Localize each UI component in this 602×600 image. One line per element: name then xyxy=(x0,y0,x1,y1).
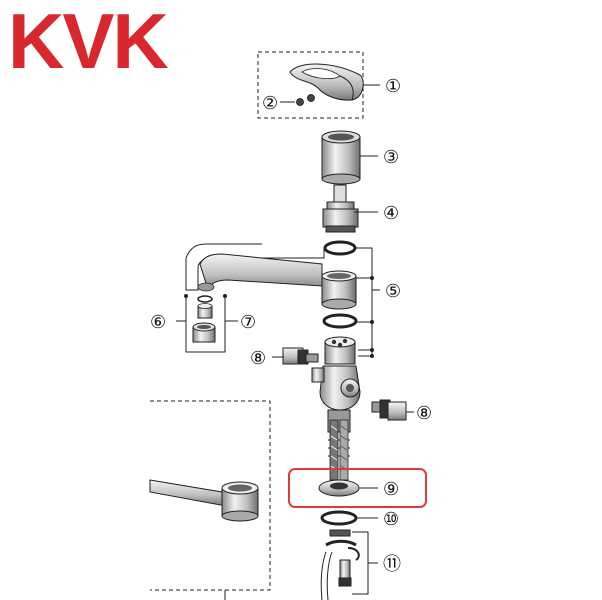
base-gasket-icon xyxy=(318,479,360,497)
callout-cartridge: ④ xyxy=(383,203,399,224)
callout-spout-seal-set: ⑤ xyxy=(385,281,401,302)
aerator-parts-icon xyxy=(176,295,238,353)
callout-hose-joint-left: ⑧ xyxy=(250,348,266,369)
callout-aerator: ⑥ xyxy=(150,312,166,333)
callout-cover: ③ xyxy=(383,147,399,168)
upper-o-ring-icon xyxy=(323,240,357,256)
handle-group-box xyxy=(257,51,364,119)
leader-dots xyxy=(184,276,374,358)
washer-icon xyxy=(320,510,358,526)
mounting-bracket-icon xyxy=(320,529,360,600)
callout-handle: ① xyxy=(385,76,401,97)
callout-aerator-parts: ⑦ xyxy=(240,312,256,333)
callout-set-screws: ② xyxy=(262,93,278,114)
hose-fitting-left-icon xyxy=(282,347,319,365)
hose-fitting-right-icon xyxy=(371,399,407,421)
callout-washer: ⑩ xyxy=(383,509,399,530)
callout-hose-joint-right: ⑧ xyxy=(416,403,432,424)
spout-icon xyxy=(185,243,357,310)
installed-spout-icon xyxy=(149,479,259,522)
highlight-box xyxy=(288,468,427,508)
callout-labels: ① ② ③ ④ ⑤ ⑥ ⑦ ⑧ ⑧ ⑨ ⑩ ⑪ xyxy=(150,76,432,575)
installation-reference-box xyxy=(150,400,271,600)
set-screws-icon xyxy=(280,94,315,106)
lower-o-ring-icon xyxy=(322,313,358,329)
cartridge-icon xyxy=(322,184,359,233)
callout-mounting-kit: ⑪ xyxy=(383,554,401,575)
faucet-body-icon xyxy=(311,336,361,481)
kvk-logo: KVK xyxy=(8,0,169,85)
callout-base-gasket: ⑨ xyxy=(383,479,399,500)
cylinder-cover-icon xyxy=(321,130,361,185)
lever-handle-icon xyxy=(289,63,364,101)
